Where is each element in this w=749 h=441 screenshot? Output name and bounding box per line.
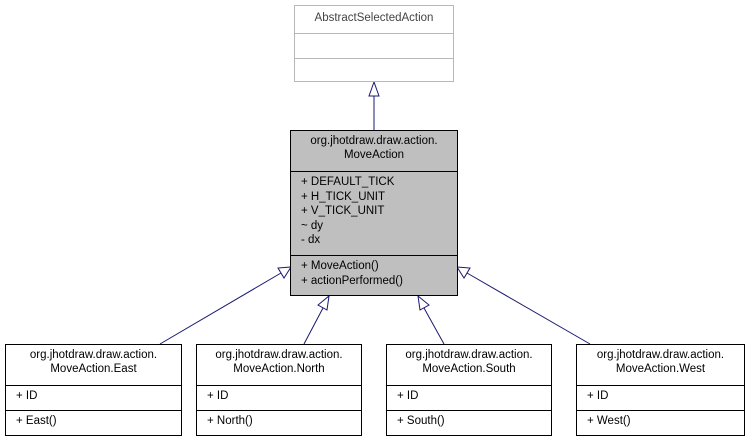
class-name-line-1: org.jhotdraw.draw.action. — [215, 349, 343, 361]
class-operations-section — [295, 58, 453, 82]
class-name-line-2: MoveAction.South — [422, 363, 516, 375]
class-operations-section: + North() — [197, 410, 361, 435]
attribute-item: + H_TICK_UNIT — [301, 190, 386, 203]
attribute-item: + DEFAULT_TICK — [301, 176, 395, 188]
class-attributes-section — [295, 33, 453, 58]
attribute-item: + ID — [587, 390, 609, 402]
operation-item: + actionPerformed() — [301, 274, 403, 287]
class-name: org.jhotdraw.draw.action. MoveAction — [291, 131, 457, 171]
inheritance-edge-north — [303, 307, 324, 345]
class-name: org.jhotdraw.draw.action. MoveAction.Sou… — [387, 345, 551, 385]
inheritance-arrowhead-west — [456, 266, 471, 279]
class-name: org.jhotdraw.draw.action. MoveAction.Eas… — [6, 345, 181, 385]
class-attributes-section: + ID — [387, 385, 551, 410]
class-box-move-action-south[interactable]: org.jhotdraw.draw.action. MoveAction.Sou… — [386, 344, 552, 436]
attribute-item: + V_TICK_UNIT — [301, 205, 385, 217]
class-attributes-section: + DEFAULT_TICK + H_TICK_UNIT + V_TICK_UN… — [291, 171, 457, 255]
class-operations-section: + East() — [6, 410, 181, 435]
class-name-line-1: org.jhotdraw.draw.action. — [29, 349, 158, 361]
class-box-move-action-west[interactable]: org.jhotdraw.draw.action. MoveAction.Wes… — [576, 344, 745, 436]
inheritance-edge-east — [159, 272, 282, 345]
attribute-item: - dx — [301, 234, 321, 246]
class-name-line-1: org.jhotdraw.draw.action. — [405, 349, 533, 361]
class-name-line-1: org.jhotdraw.draw.action. — [310, 135, 438, 147]
inheritance-edge-west — [466, 272, 591, 345]
inheritance-edge-south — [423, 307, 445, 345]
class-name: org.jhotdraw.draw.action. MoveAction.Nor… — [197, 345, 361, 385]
operation-item: + West() — [587, 415, 631, 427]
class-name-line-2: MoveAction.East — [50, 363, 137, 375]
class-name: org.jhotdraw.draw.action. MoveAction.Wes… — [577, 345, 744, 385]
inheritance-arrowhead-south — [417, 294, 430, 311]
class-operations-section: + West() — [577, 410, 744, 435]
class-box-move-action[interactable]: org.jhotdraw.draw.action. MoveAction + D… — [290, 130, 458, 296]
class-attributes-section: + ID — [577, 385, 744, 410]
operation-item: + North() — [207, 415, 253, 427]
operation-item: + South() — [397, 415, 445, 427]
class-name: AbstractSelectedAction — [295, 6, 453, 33]
inheritance-arrowhead-base — [368, 80, 380, 97]
class-operations-section: + MoveAction() + actionPerformed() — [291, 255, 457, 295]
attribute-item: + ID — [397, 390, 419, 402]
class-name-line-2: MoveAction.West — [615, 363, 706, 375]
class-box-move-action-east[interactable]: org.jhotdraw.draw.action. MoveAction.Eas… — [5, 344, 182, 436]
class-name-line-1: org.jhotdraw.draw.action. — [596, 349, 725, 361]
operation-item: + MoveAction() — [301, 260, 379, 272]
inheritance-arrowhead-north — [317, 294, 330, 311]
attribute-item: + ID — [207, 390, 229, 402]
class-operations-section: + South() — [387, 410, 551, 435]
inheritance-arrowhead-east — [277, 266, 292, 279]
class-box-abstract-selected-action[interactable]: AbstractSelectedAction — [294, 5, 454, 82]
class-name-line-2: MoveAction.North — [233, 363, 325, 375]
class-name-line-2: MoveAction — [343, 149, 405, 161]
operation-item: + East() — [16, 415, 57, 427]
class-attributes-section: + ID — [197, 385, 361, 410]
attribute-item: + ID — [16, 390, 38, 402]
class-attributes-section: + ID — [6, 385, 181, 410]
attribute-item: ~ dy — [301, 219, 324, 232]
class-name-text: AbstractSelectedAction — [314, 12, 434, 24]
class-box-move-action-north[interactable]: org.jhotdraw.draw.action. MoveAction.Nor… — [196, 344, 362, 436]
